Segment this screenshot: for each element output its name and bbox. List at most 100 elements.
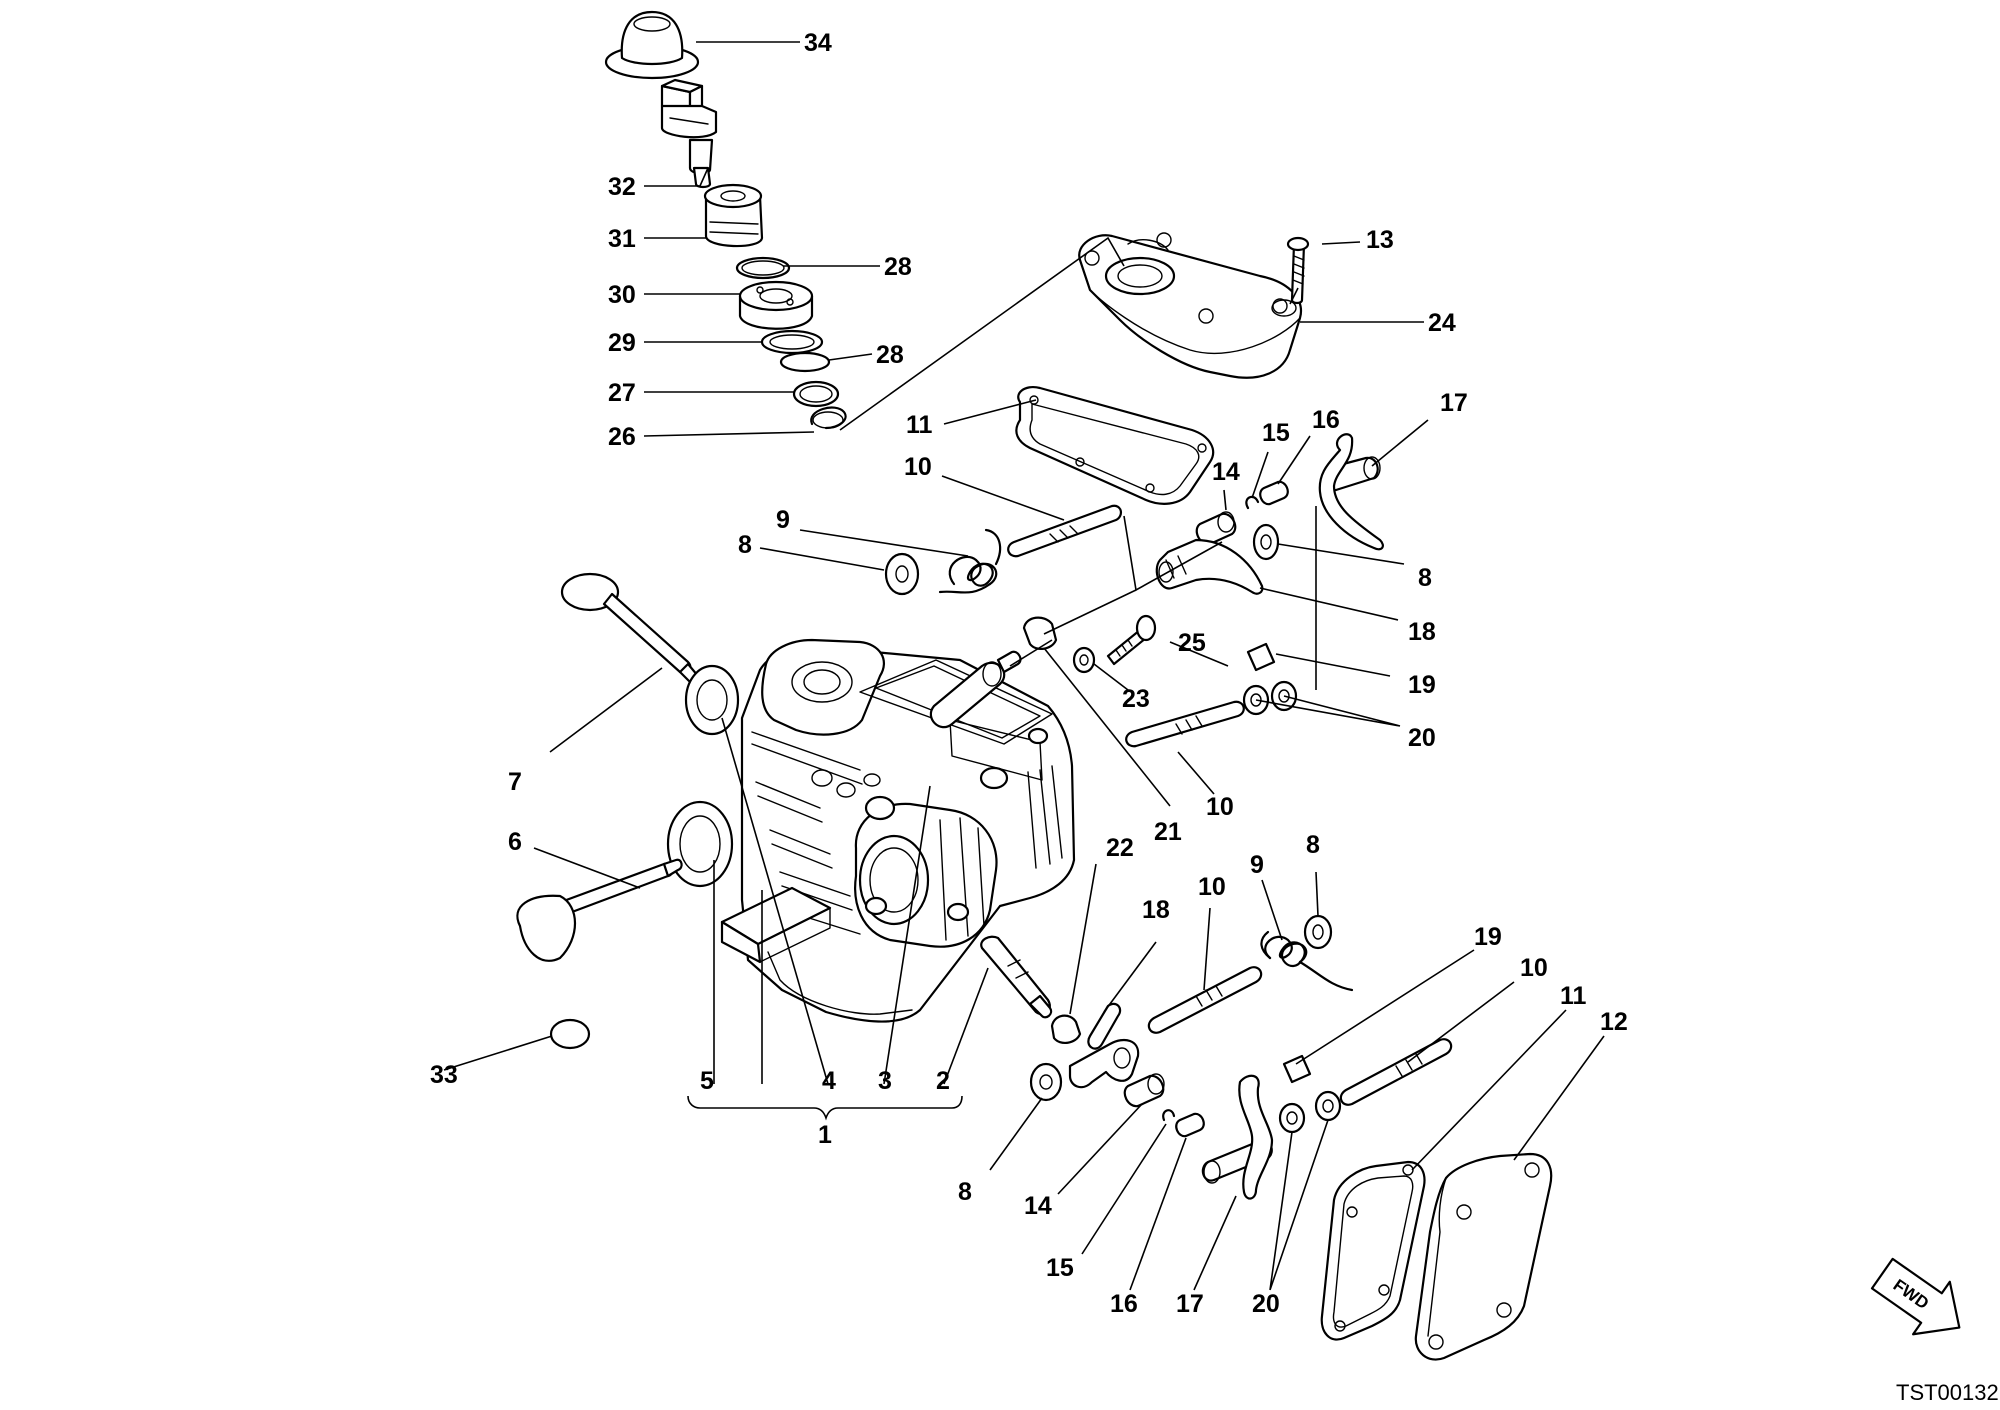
label-12: 12 — [1600, 1008, 1628, 1036]
label-32: 32 — [608, 173, 636, 201]
part-2-guide-lower — [980, 935, 1053, 1019]
label-17-lower: 17 — [1176, 1290, 1204, 1318]
label-11-upper: 11 — [906, 411, 933, 439]
label-27: 27 — [608, 379, 636, 407]
part-33-plug — [549, 1018, 591, 1050]
part-4-seal-upper — [684, 664, 740, 736]
part-32-sensor — [660, 78, 718, 189]
label-8-lower-left: 8 — [958, 1178, 972, 1206]
label-30: 30 — [608, 281, 636, 309]
label-26: 26 — [608, 423, 636, 451]
label-6: 6 — [508, 828, 522, 856]
label-22: 22 — [1106, 834, 1134, 862]
label-29: 29 — [608, 329, 636, 357]
part-17-rocker-upper — [1318, 433, 1384, 551]
part-30-housing — [738, 280, 814, 330]
part-24-cover — [1078, 232, 1303, 379]
part-31-nut — [703, 183, 764, 248]
label-10-middle: 10 — [1206, 793, 1234, 821]
part-27-ring — [792, 380, 840, 408]
part-10-shaft-upper — [1007, 504, 1122, 558]
part-17-rocker-lower — [1201, 1074, 1274, 1200]
label-4: 4 — [822, 1067, 836, 1095]
part-6-valve-lower — [516, 858, 683, 962]
part-8-washer-upper-left — [884, 552, 920, 596]
label-28-lower: 28 — [876, 341, 904, 369]
part-20-washers-lower — [1278, 1090, 1342, 1134]
label-25: 25 — [1178, 629, 1206, 657]
label-20-upper: 20 — [1408, 724, 1436, 752]
leader-lines — [443, 41, 1605, 1291]
part-14-bush-upper — [1195, 511, 1237, 546]
label-20-lower: 20 — [1252, 1290, 1280, 1318]
label-5: 5 — [700, 1067, 714, 1095]
part-25-bolt — [1106, 614, 1157, 666]
part-9-spring-lower — [1260, 930, 1354, 992]
label-14-lower: 14 — [1024, 1192, 1052, 1220]
part-10-shaft-lower-right — [1339, 1038, 1453, 1106]
part-18-rocker-lower — [1068, 1002, 1140, 1089]
label-24: 24 — [1428, 309, 1456, 337]
part-19-block-upper — [1246, 642, 1276, 672]
label-10-lower-right: 10 — [1520, 954, 1548, 982]
label-16-upper: 16 — [1312, 406, 1340, 434]
part-8-washer-upper-right — [1252, 523, 1280, 561]
label-3: 3 — [878, 1067, 892, 1095]
part-10-shaft-lower-center — [1147, 966, 1263, 1034]
label-8-lower-right: 8 — [1306, 831, 1320, 859]
label-15-lower: 15 — [1046, 1254, 1074, 1282]
part-5-seal-lower — [666, 800, 734, 888]
label-13: 13 — [1366, 226, 1394, 254]
part-labels: 34 32 31 28 30 29 28 27 26 13 24 11 10 9… — [430, 29, 1628, 1318]
sensor-stack — [604, 10, 847, 430]
part-34-boot — [604, 10, 700, 80]
drawing-code: TST00132 — [1896, 1380, 1999, 1405]
label-31: 31 — [608, 225, 636, 253]
part-15-clip-upper — [1245, 495, 1260, 510]
label-19-lower: 19 — [1474, 923, 1502, 951]
part-21-cap — [1022, 616, 1058, 650]
label-14-upper: 14 — [1212, 458, 1240, 486]
fwd-arrow-icon: FWD — [1870, 1257, 1961, 1336]
label-9-lower: 9 — [1250, 851, 1264, 879]
part-7-valve-upper — [560, 572, 701, 686]
label-18-upper: 18 — [1408, 618, 1436, 646]
label-8-upper-left: 8 — [738, 531, 752, 559]
label-19-upper: 19 — [1408, 671, 1436, 699]
part-12-cover-lower — [1414, 1152, 1553, 1361]
part-19-block-lower — [1282, 1054, 1312, 1084]
label-15-upper: 15 — [1262, 419, 1290, 447]
label-10-upper: 10 — [904, 453, 932, 481]
part-15-clip-lower — [1162, 1109, 1176, 1122]
label-2: 2 — [936, 1067, 950, 1095]
part-28-oring-lower — [779, 351, 831, 373]
part-16-cap-upper — [1259, 480, 1289, 506]
label-8-upper-right: 8 — [1418, 564, 1432, 592]
part-23-washer — [1072, 646, 1096, 674]
part-28-oring-upper — [735, 256, 791, 280]
label-16-lower: 16 — [1110, 1290, 1138, 1318]
label-10-lower: 10 — [1198, 873, 1226, 901]
part-20-washers-upper — [1242, 680, 1298, 716]
part-18-rocker-upper — [1155, 538, 1264, 595]
label-21: 21 — [1154, 818, 1182, 846]
part-9-spring-upper — [938, 528, 1002, 594]
part-22-cap-lower — [1050, 1014, 1082, 1044]
part-16-cap-lower — [1175, 1112, 1205, 1138]
part-14-bush-lower — [1123, 1073, 1165, 1108]
label-1: 1 — [818, 1121, 832, 1149]
label-9-upper: 9 — [776, 506, 790, 534]
part-11-gasket-lower — [1320, 1160, 1426, 1341]
label-7: 7 — [508, 768, 522, 796]
label-33: 33 — [430, 1061, 458, 1089]
label-11-lower: 11 — [1560, 982, 1587, 1010]
part-11-gasket-upper — [1015, 386, 1215, 505]
label-17-upper: 17 — [1440, 389, 1468, 417]
label-18-lower: 18 — [1142, 896, 1170, 924]
part-10-shaft-middle — [1125, 700, 1245, 748]
label-34: 34 — [804, 29, 832, 57]
part-1-cylinder-head — [720, 638, 1076, 1023]
label-23: 23 — [1122, 685, 1150, 713]
label-28-upper: 28 — [884, 253, 912, 281]
